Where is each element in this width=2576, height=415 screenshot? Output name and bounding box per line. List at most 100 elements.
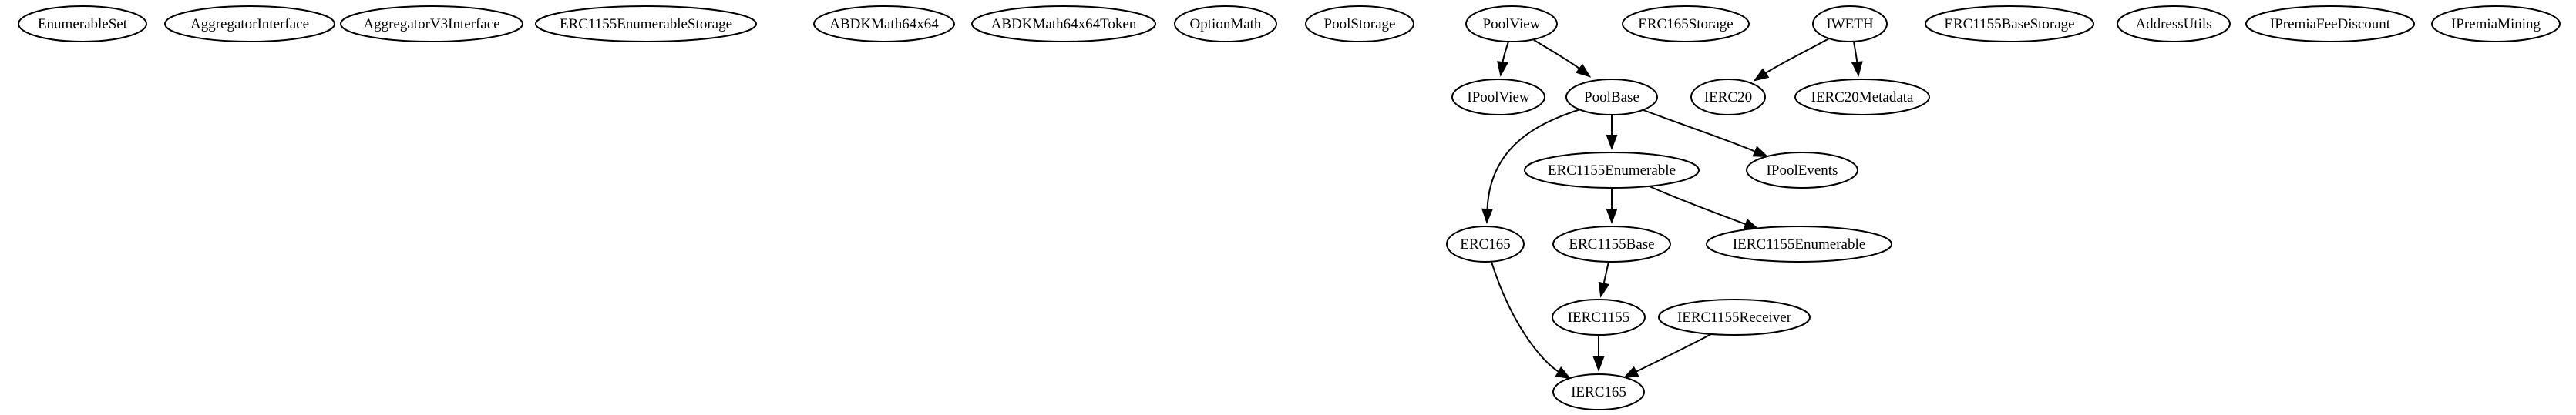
node-ierc20metadata: IERC20Metadata <box>1794 79 1930 115</box>
edge-line <box>1643 109 1757 153</box>
node-shape <box>1552 299 1646 336</box>
node-ipoolview: IPoolView <box>1451 79 1545 115</box>
edge-poolview-to-poolbase <box>1533 39 1592 78</box>
node-abdkmath64x64: ABDKMath64x64 <box>813 5 955 42</box>
arrowhead <box>1555 366 1572 380</box>
node-shape <box>1925 5 2094 42</box>
node-shape <box>18 5 147 42</box>
edge-line <box>1764 38 1830 75</box>
node-erc1155basestorage: ERC1155BaseStorage <box>1925 5 2094 42</box>
arrowhead <box>1575 63 1592 78</box>
edge-line <box>1602 261 1609 286</box>
node-shape <box>535 5 757 42</box>
arrowhead <box>1606 135 1618 150</box>
node-ierc165: IERC165 <box>1552 373 1645 410</box>
node-label: OptionMath <box>1190 16 1262 32</box>
node-label: EnumerableSet <box>38 16 128 32</box>
arrowhead <box>1743 219 1760 230</box>
arrowhead <box>1753 68 1770 82</box>
edge-poolview-to-ipoolview <box>1497 41 1509 77</box>
node-aggregatorv3interface: AggregatorV3Interface <box>340 5 523 42</box>
node-shape <box>1658 299 1811 336</box>
node-erc1155enumerable: ERC1155Enumerable <box>1524 152 1700 189</box>
node-shape <box>1465 5 1558 42</box>
edge-erc1155enumerable-to-ierc1155enumerable <box>1649 186 1760 230</box>
node-shape <box>1812 5 1888 42</box>
node-shape <box>1305 5 1414 42</box>
node-shape <box>340 5 523 42</box>
edge-line <box>1853 41 1858 65</box>
arrowhead <box>1598 281 1610 298</box>
node-label: PoolView <box>1483 16 1541 32</box>
node-erc165: ERC165 <box>1446 226 1525 263</box>
node-label: IERC1155 <box>1568 310 1630 326</box>
arrowhead <box>1851 61 1863 77</box>
node-label: IERC165 <box>1571 384 1626 400</box>
node-label: ERC1155Enumerable <box>1548 162 1676 179</box>
node-shape <box>1706 226 1892 263</box>
node-label: ABDKMath64x64Token <box>991 16 1137 32</box>
node-label: IPoolEvents <box>1767 162 1838 179</box>
node-ipoolevents: IPoolEvents <box>1746 152 1858 189</box>
node-shape <box>971 5 1156 42</box>
edge-line <box>1649 186 1748 226</box>
node-poolstorage: PoolStorage <box>1305 5 1414 42</box>
node-label: IERC1155Receiver <box>1677 310 1792 326</box>
edge-erc1155base-to-ierc1155 <box>1598 261 1610 298</box>
node-label: PoolStorage <box>1324 16 1396 32</box>
node-label: IERC1155Enumerable <box>1733 236 1865 253</box>
node-shape <box>1794 79 1930 115</box>
node-shape <box>2117 5 2231 42</box>
node-shape <box>1565 79 1658 115</box>
node-ierc20: IERC20 <box>1690 79 1766 115</box>
node-label: IERC20 <box>1704 89 1752 105</box>
node-shape <box>164 5 335 42</box>
node-label: ERC1155BaseStorage <box>1944 16 2074 32</box>
node-label: AddressUtils <box>2135 16 2211 32</box>
arrowhead <box>1481 208 1493 224</box>
node-shape <box>1552 373 1645 410</box>
arrowhead <box>1497 61 1508 77</box>
node-addressutils: AddressUtils <box>2117 5 2231 42</box>
edge-line <box>1491 261 1561 373</box>
node-label: ERC165 <box>1460 236 1510 253</box>
node-shape <box>1451 79 1545 115</box>
nodes-layer: EnumerableSet AggregatorInterface Aggregat… <box>18 5 2561 410</box>
node-label: ERC1155EnumerableStorage <box>560 16 732 32</box>
node-shape <box>1524 152 1700 189</box>
node-shape <box>2245 5 2415 42</box>
node-label: ERC165Storage <box>1638 16 1734 32</box>
node-enumerableset: EnumerableSet <box>18 5 147 42</box>
node-label: IPremiaMining <box>2451 16 2541 32</box>
node-shape <box>2431 5 2561 42</box>
node-shape <box>1690 79 1766 115</box>
node-label: IERC20Metadata <box>1811 89 1915 105</box>
node-label: AggregatorV3Interface <box>363 16 499 32</box>
edge-line <box>1502 41 1509 65</box>
edge-line <box>1486 109 1581 212</box>
node-shape <box>1174 5 1277 42</box>
node-shape <box>1446 226 1525 263</box>
node-shape <box>1746 152 1858 189</box>
edges-layer <box>1481 38 1863 380</box>
edge-iweth-to-ierc20metadata <box>1851 41 1863 77</box>
edge-ierc1155-to-ierc165 <box>1592 334 1605 372</box>
node-erc165storage: ERC165Storage <box>1622 5 1750 42</box>
node-optionmath: OptionMath <box>1174 5 1277 42</box>
node-label: IWETH <box>1826 16 1873 32</box>
arrowhead <box>1752 146 1769 158</box>
node-ierc1155: IERC1155 <box>1552 299 1646 336</box>
arrowhead <box>1623 366 1639 379</box>
node-poolbase: PoolBase <box>1565 79 1658 115</box>
node-label: IPremiaFeeDiscount <box>2270 16 2391 32</box>
edge-iweth-to-ierc20 <box>1753 38 1830 82</box>
node-poolview: PoolView <box>1465 5 1558 42</box>
node-label: AggregatorInterface <box>190 16 309 32</box>
edge-poolbase-to-erc1155enumerable <box>1606 115 1618 150</box>
edge-ierc1155receiver-to-ierc165 <box>1623 333 1712 379</box>
edge-poolbase-to-ipoolevents <box>1643 109 1769 158</box>
arrowhead <box>1592 356 1605 372</box>
edge-line <box>1634 333 1712 373</box>
node-ipremiamining: IPremiaMining <box>2431 5 2561 42</box>
